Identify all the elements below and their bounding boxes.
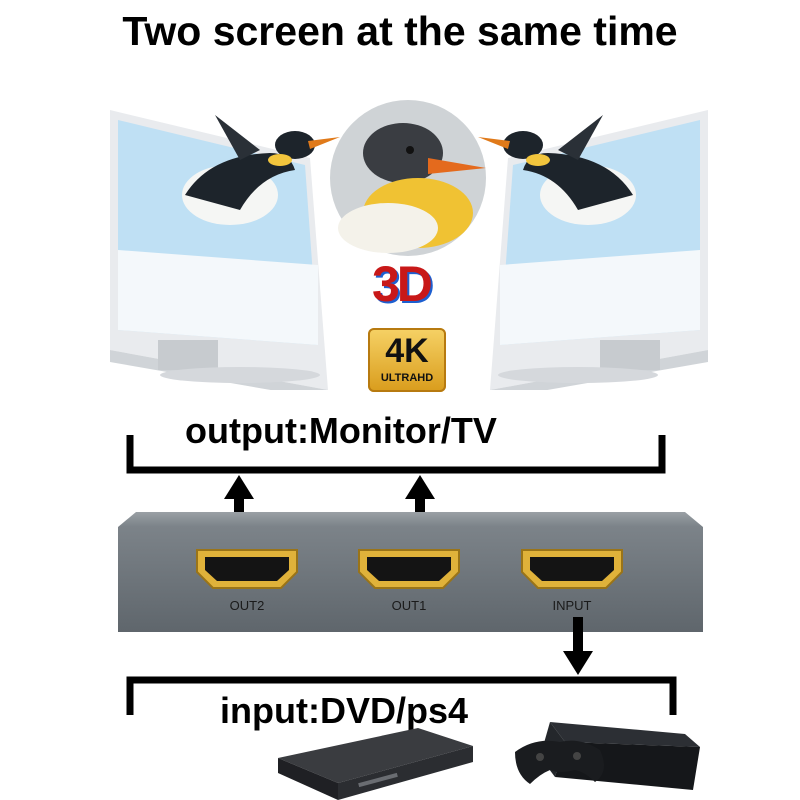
3d-badge: 3D bbox=[372, 256, 433, 312]
out2-hdmi-port bbox=[196, 549, 298, 589]
penguin-left-icon bbox=[182, 115, 340, 225]
input-label: input:DVD/ps4 bbox=[220, 690, 468, 731]
ps4-console-icon bbox=[515, 722, 700, 790]
input-down-arrow-icon bbox=[563, 617, 593, 675]
output-label: output:Monitor/TV bbox=[185, 410, 497, 451]
out1-port-label: OUT1 bbox=[391, 598, 427, 613]
input-port-label: INPUT bbox=[552, 598, 592, 613]
4k-ultrahd-badge: 4K ULTRAHD bbox=[368, 328, 446, 392]
ultrahd-label: ULTRAHD bbox=[380, 372, 434, 384]
dvd-player-icon bbox=[278, 728, 473, 800]
out2-port-label: OUT2 bbox=[229, 598, 265, 613]
page-title: Two screen at the same time bbox=[122, 8, 678, 54]
4k-label: 4K bbox=[385, 332, 429, 370]
input-bracket bbox=[126, 676, 677, 715]
input-hdmi-port bbox=[521, 549, 623, 589]
output-bracket bbox=[126, 435, 666, 474]
out2-up-arrow-icon bbox=[224, 475, 254, 530]
out1-hdmi-port bbox=[358, 549, 460, 589]
out1-up-arrow-icon bbox=[405, 475, 435, 530]
penguin-closeup-icon bbox=[330, 100, 486, 256]
penguin-right-icon bbox=[478, 115, 636, 225]
